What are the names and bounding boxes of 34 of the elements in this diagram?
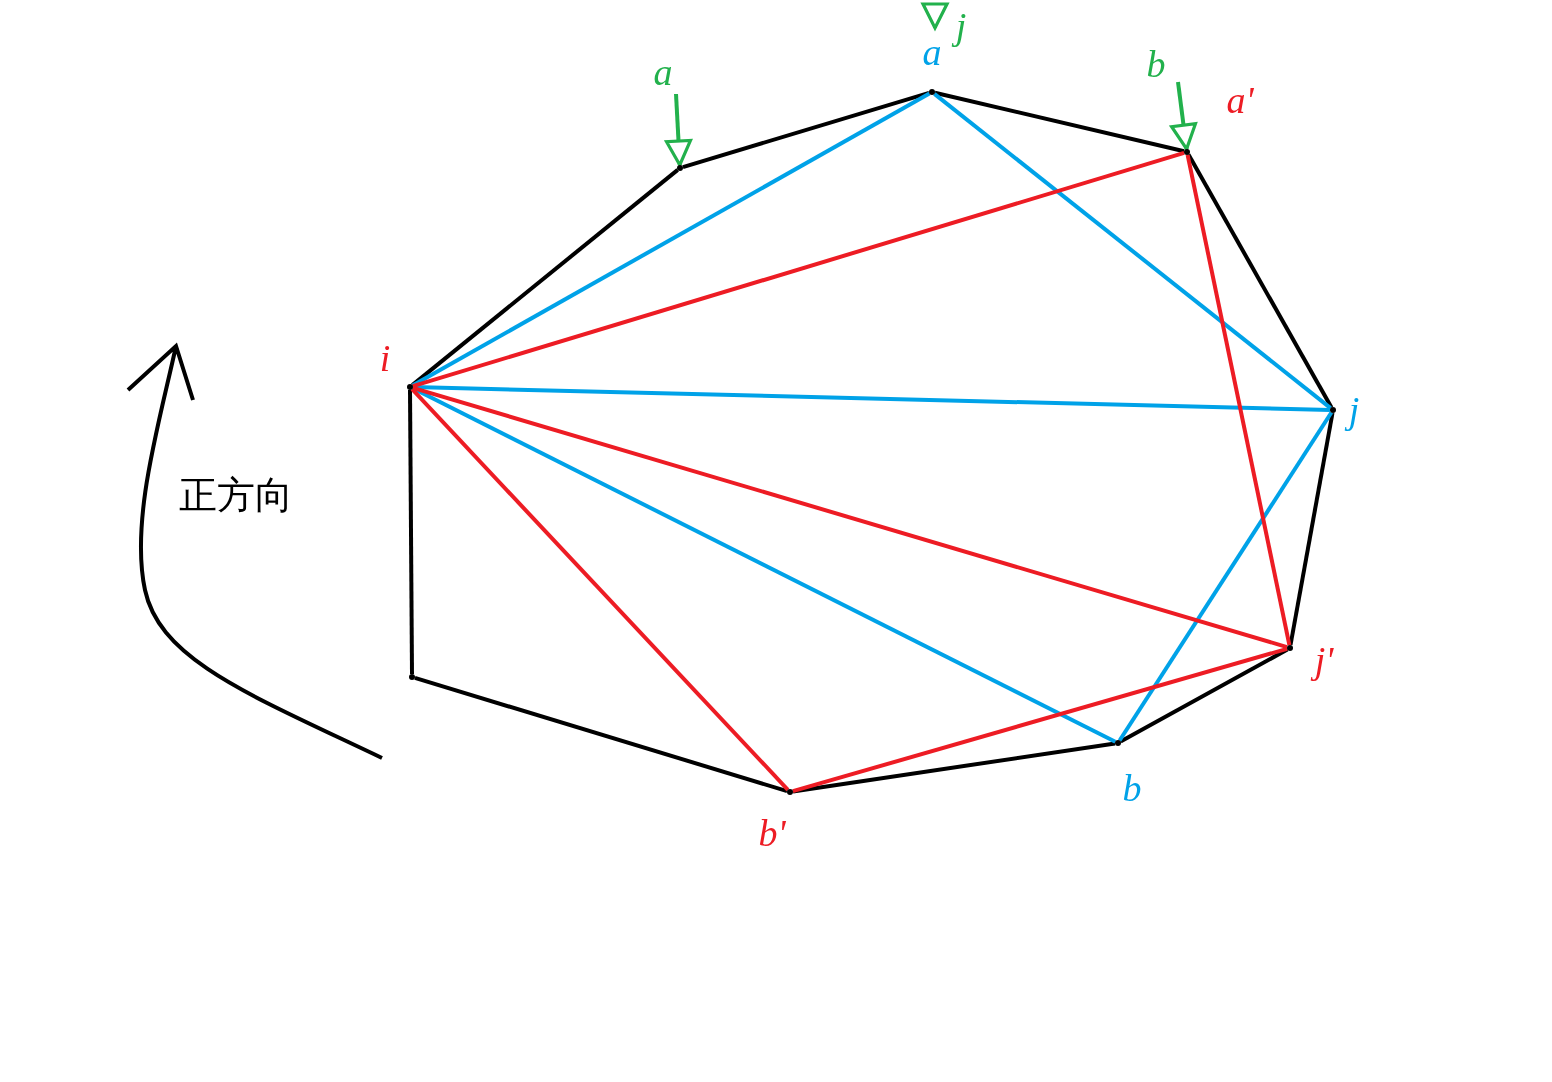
vertex-label: a': [1226, 80, 1254, 120]
arrow: [664, 93, 693, 167]
vertex-point: [407, 384, 413, 390]
vertex-label: b: [1122, 768, 1142, 808]
point-label: a: [653, 52, 673, 92]
point-label: b: [1146, 44, 1166, 84]
line-segment: [412, 386, 1288, 649]
line-segment: [1185, 154, 1292, 646]
arrow: [1170, 81, 1198, 151]
vertex-point: [1184, 149, 1190, 155]
vertex-point: [929, 89, 935, 95]
vertex-label: b': [758, 813, 786, 853]
direction-label: 正方向: [179, 471, 293, 519]
vertex-point: [677, 165, 683, 171]
line-segment: [412, 151, 1185, 388]
line-segment: [408, 390, 414, 674]
line-segment: [1117, 411, 1334, 742]
line-segment: [933, 92, 1332, 410]
vertex-point: [409, 674, 415, 680]
arrow: [921, 2, 949, 30]
line-segment: [792, 646, 1288, 794]
line-segment: [682, 91, 930, 169]
vertex-point: [1330, 407, 1336, 413]
line-segment: [1288, 412, 1335, 646]
line-segment: [934, 90, 1185, 154]
vertex-label: i: [379, 338, 391, 378]
vertex-point: [787, 789, 793, 795]
line-segment: [411, 168, 679, 387]
line-segment: [792, 741, 1116, 794]
vertex-point: [1115, 740, 1121, 746]
line-segment: [410, 387, 790, 792]
vertex-label: a: [922, 32, 942, 72]
line-segment: [414, 676, 788, 793]
vertex-point: [1287, 645, 1293, 651]
